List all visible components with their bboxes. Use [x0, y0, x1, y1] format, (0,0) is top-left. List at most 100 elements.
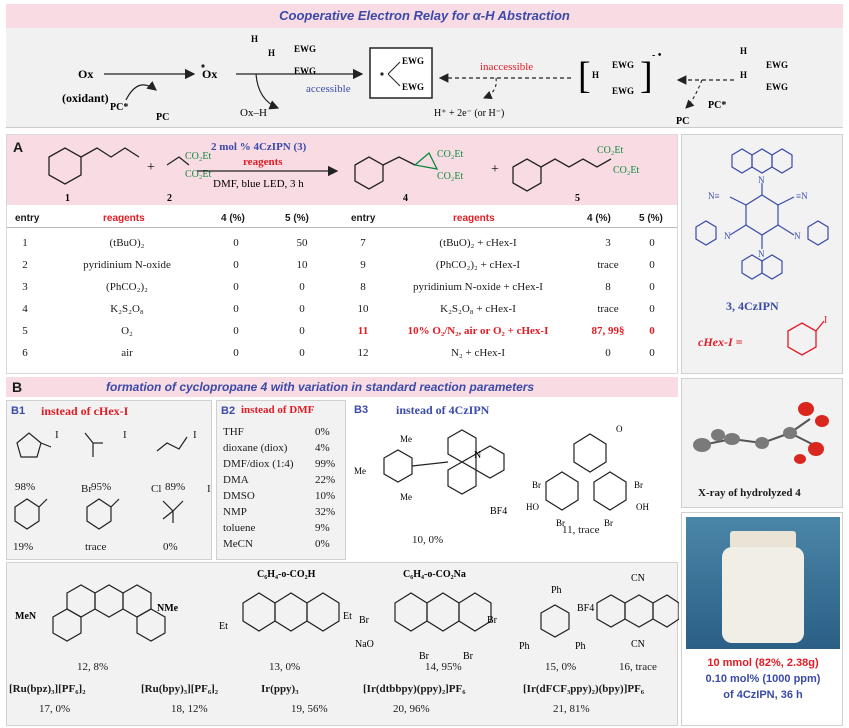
solvent-yield: 9%: [315, 522, 330, 534]
svg-text:NMe: NMe: [157, 603, 179, 614]
p4-cell: trace: [597, 303, 619, 315]
box-ewg-top: EWG: [402, 56, 424, 66]
metal-catalyst-yield: 17, 0%: [39, 703, 71, 715]
pc-rad-right: PC: [676, 116, 689, 127]
halide-atom: Cl: [151, 483, 162, 495]
svg-text:]: ]: [640, 55, 653, 97]
cat-14: 14, 95%: [425, 661, 462, 673]
solvent-name: DMA: [223, 474, 249, 486]
svg-text:Me: Me: [400, 434, 412, 444]
reagent-cell: (tBuO)₂: [109, 237, 145, 249]
pc-star-right: PC*: [708, 100, 726, 111]
scale-line3: of 4CzIPN, 36 h: [723, 689, 803, 701]
svg-text:MeN: MeN: [15, 611, 37, 622]
solvent-yield: 0%: [315, 538, 330, 550]
reagent-cell: K₂S₂O₈ + cHex-I: [440, 303, 516, 315]
svg-text:NaO: NaO: [355, 639, 374, 650]
panel-b-label: B: [12, 379, 23, 395]
svg-text:Br: Br: [359, 615, 370, 626]
anion-ewg-bottom: EWG: [612, 86, 634, 96]
svg-text:Ph: Ph: [551, 585, 562, 596]
b1-title: instead of cHex-I: [41, 404, 129, 418]
hdr-reagents-left: reagents: [103, 213, 145, 224]
svg-text:Et: Et: [343, 611, 352, 622]
svg-text:H: H: [740, 70, 747, 80]
ox-h: Ox–H: [240, 107, 267, 119]
p4-cell: 0: [605, 347, 611, 359]
p4-cell: 87, 99§: [591, 325, 625, 337]
entry-cell: 12: [357, 347, 369, 359]
cat-15: 15, 0%: [545, 661, 577, 673]
svg-text:N: N: [758, 175, 765, 185]
p5-cell: 0: [649, 347, 655, 359]
svg-text:N≡: N≡: [708, 191, 720, 201]
solvent-name: toluene: [223, 522, 256, 534]
ox-label: Ox: [78, 67, 93, 81]
entry-cell: 5: [22, 325, 28, 337]
svg-text:H: H: [740, 46, 747, 56]
p5-cell: 0: [649, 237, 655, 249]
p4-cell: 0: [233, 325, 239, 337]
anion-ewg-top: EWG: [612, 60, 634, 70]
xray-caption: X-ray of hydrolyzed 4: [698, 487, 801, 499]
scale-line2: 0.10 mol% (1000 ppm): [705, 673, 821, 685]
solvent-yield: 22%: [315, 474, 336, 486]
halide-atom: I: [207, 483, 211, 495]
b1-label: B1: [11, 405, 26, 417]
svg-text:N: N: [474, 450, 481, 461]
hdr-entry-right: entry: [351, 213, 376, 224]
vial-box: 10 mmol (82%, 2.38g) 0.10 mol% (1000 ppm…: [681, 512, 843, 726]
hdr-p4-right: 4 (%): [587, 213, 611, 224]
p4-ewg1: CO₂Et: [437, 149, 463, 160]
svg-text:Me: Me: [400, 492, 412, 502]
metal-catalyst-name: [Ir(dFCF₃ppy)₂)(bpy)]PF₆: [523, 683, 645, 695]
entry-cell: 10: [357, 303, 369, 315]
reagent-cell: pyridinium N-oxide: [83, 259, 171, 271]
solvent-name: NMP: [223, 506, 247, 518]
entry-cell: 8: [360, 281, 366, 293]
halide-yield: 98%: [15, 481, 36, 493]
halide-atom: Br: [81, 483, 92, 495]
b2-title: instead of DMF: [241, 404, 315, 416]
svg-text:Me: Me: [354, 466, 366, 476]
panel-a: A + CO₂Et CO₂Et 1 2 2 mol % 4CzIPN (3) r…: [6, 134, 678, 374]
svg-text:N: N: [794, 231, 801, 241]
cmpd-1: 1: [65, 193, 70, 204]
entry-cell: 9: [360, 259, 366, 271]
solvent-name: DMF/diox (1:4): [223, 458, 294, 470]
cat-16: 16, trace: [619, 661, 657, 673]
cmpd-5: 5: [575, 193, 580, 204]
b3-title: instead of 4CzIPN: [396, 403, 490, 417]
scale-line1: 10 mmol (82%, 2.38g): [707, 657, 819, 669]
p5-cell: 0: [299, 281, 305, 293]
svg-text:Br: Br: [634, 480, 643, 490]
reagent-cell: (PhCO₂)₂ + cHex-I: [435, 259, 521, 271]
solvent-name: THF: [223, 426, 244, 438]
reagent-cell: pyridinium N-oxide + cHex-I: [413, 281, 543, 293]
catalyst-structure: N N N N N≡ ≡N I: [695, 148, 829, 356]
right-ewg-top: EWG: [766, 60, 788, 70]
svg-text:- •: - •: [652, 50, 662, 61]
p5-cell: 10: [296, 259, 308, 271]
svg-text:CN: CN: [631, 639, 645, 650]
svg-text:Br: Br: [419, 651, 430, 662]
entry-cell: 1: [22, 237, 28, 249]
hdr-p4-left: 4 (%): [221, 213, 245, 224]
reagent-cell: O₂: [121, 325, 133, 337]
halide-yield: 19%: [13, 541, 34, 553]
solvent-yield: 99%: [315, 458, 336, 470]
svg-text:Et: Et: [219, 621, 228, 632]
entry-cell: 11: [357, 325, 369, 337]
p5-cell: 50: [296, 237, 308, 249]
plus-2: +: [491, 162, 499, 177]
ox-radical: Ox: [202, 67, 217, 81]
pc-rad-left: PC: [156, 112, 169, 123]
p4-cell: 0: [233, 259, 239, 271]
svg-text:CN: CN: [631, 573, 645, 584]
cmpd-4: 4: [403, 193, 408, 204]
